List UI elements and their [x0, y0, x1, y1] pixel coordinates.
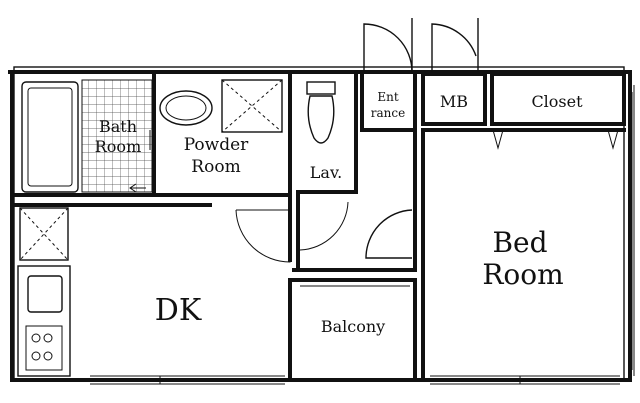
- washbasin: [159, 90, 213, 126]
- bathtub: [21, 81, 79, 193]
- washing-machine-pan: [221, 79, 283, 133]
- room-labels: Bath Room Powder Room Lav. Ent rance MB …: [95, 90, 583, 336]
- lav-label: Lav.: [310, 163, 342, 182]
- bath-tile-floor: [81, 79, 153, 193]
- powder-room-label-line2: Room: [191, 157, 240, 177]
- toilet: [306, 81, 336, 144]
- doors: [129, 18, 619, 287]
- kitchen-counter: [17, 265, 71, 377]
- refrigerator-space: [19, 207, 69, 261]
- bedroom-label-line2: Room: [482, 258, 563, 291]
- balcony-label: Balcony: [321, 317, 385, 336]
- bath-room-label-line2: Room: [95, 137, 141, 156]
- entrance-label-line1: Ent: [377, 90, 398, 104]
- mb-label: MB: [440, 92, 468, 111]
- closet-label: Closet: [531, 92, 583, 111]
- powder-room-label-line1: Powder: [184, 135, 249, 155]
- windows: [90, 92, 633, 385]
- interior-walls: [12, 70, 626, 380]
- bedroom-label-line1: Bed: [492, 226, 547, 259]
- dk-label: DK: [155, 293, 202, 328]
- bath-room-label-line1: Bath: [99, 117, 137, 136]
- entrance-label-line2: rance: [371, 106, 405, 120]
